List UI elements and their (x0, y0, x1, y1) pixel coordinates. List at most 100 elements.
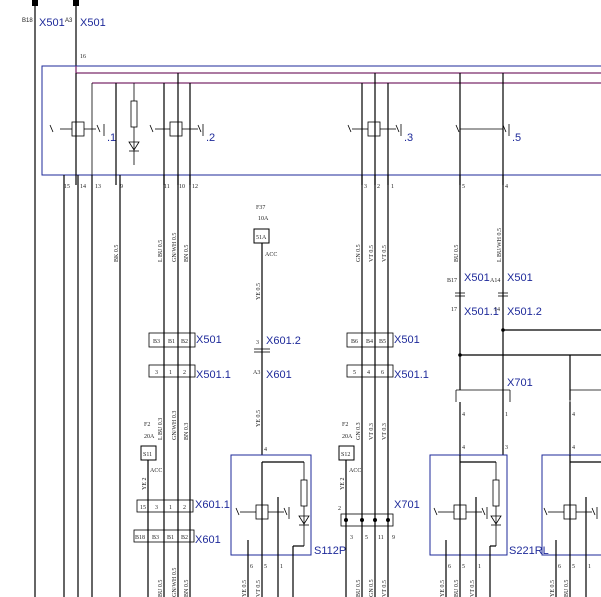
connector-x501-left-group: B3 B1 B2 X501 3 1 2 X501.1 L BU 0.3 GN/W… (148, 332, 231, 440)
connector-x501-mid: X501 (394, 334, 420, 346)
connector-x5011-left: X501.1 (196, 369, 231, 381)
fuse-f2a-name: F2 (144, 422, 150, 428)
relay-box: .1 .2 (41, 65, 601, 190)
connector-x601-mid: X601 (266, 369, 292, 381)
x6011-pin-1: 1 (169, 505, 172, 511)
connector-x601-bottom-group: 15 3 1 2 X601.1 B18 B3 B1 B2 X601 BU 0.5… (133, 499, 230, 597)
wire-label-1: VT 0.5 (382, 245, 388, 262)
s112p-pin-4: 4 (264, 447, 267, 453)
bottom-wire-f1: YE 0.5 (440, 580, 446, 597)
box-pin-9: 9 (120, 184, 123, 190)
connector-x6011-bot: X601.1 (195, 499, 230, 511)
connector-x501-b: X501 (80, 17, 106, 29)
relay-3-label: .3 (404, 132, 413, 144)
box-pin-4: 4 (505, 184, 508, 190)
s112p-pin-5: 5 (264, 564, 267, 570)
wire-label-ye-2b: YE 2 (340, 478, 346, 491)
wire-label-5: BU 0.5 (454, 245, 460, 262)
bottom-wire-d1: YE 0.5 (242, 580, 248, 597)
s112p-pin-1: 1 (280, 564, 283, 570)
connector-x6012: X601.2 (266, 335, 301, 347)
connector-x5011-right: X501.1 (464, 306, 499, 318)
wire-label-9: BK 0.5 (114, 245, 120, 262)
wire-label-10: GN/WH 0.5 (172, 233, 178, 262)
connector-x5012-right: X501.2 (507, 306, 542, 318)
x701-top-pin-4: 4 (462, 412, 465, 418)
x5011-left-pin-1: 1 (169, 370, 172, 376)
x501-right-pin: B17 (447, 278, 457, 284)
x701-bot-pin-2: 2 (338, 506, 341, 512)
s221rl-pin-6: 6 (448, 564, 451, 570)
switch-s112p: 4 S112P 6 5 1 YE 0.5 VT 0.5 (230, 447, 346, 597)
wire-label-11b: L BU 0.3 (158, 418, 164, 440)
fuse-f37-code: 51A (256, 235, 267, 241)
bottom-wire-g2: BU 0.5 (564, 580, 570, 597)
switch-s112p-label: S112P (314, 545, 346, 557)
wire-label-12: BN 0.5 (184, 245, 190, 262)
bottom-wire-g1: YE 0.5 (550, 580, 556, 597)
x601-bot-pin-b3: B3 (152, 535, 159, 541)
x701-bot-pin-5: 5 (365, 535, 368, 541)
x6012-pin: 3 (256, 340, 259, 346)
bottom-wire-c1: BU 0.5 (158, 580, 164, 597)
switch-s221rl: 4 3 S221RL 6 5 1 YE 0.5 BU 0.5 VT 0.5 (429, 445, 549, 597)
s221rl-pin-1: 1 (478, 564, 481, 570)
x5011-mid-pin-5: 5 (353, 370, 356, 376)
relay-5: .5 (455, 73, 521, 185)
s-right-pin-6: 6 (558, 564, 561, 570)
x5011-mid-pin-6: 6 (381, 370, 384, 376)
s-right-pin-5: 5 (572, 564, 575, 570)
wires-right: BU 0.5 L BU/WH 0.5 B17 X501 A14 X501 17 … (447, 175, 601, 455)
bottom-wire-e2: GN 0.5 (369, 579, 375, 597)
fuse-f2b-code: S12 (341, 452, 350, 458)
wire-label-4: L BU/WH 0.5 (497, 228, 503, 262)
s221rl-pin-3: 3 (505, 445, 508, 451)
relay-2-label: .2 (206, 132, 215, 144)
box-pin-15: 15 (64, 184, 70, 190)
connector-x5011-mid: X501.1 (394, 369, 429, 381)
pin-a3: A3 (65, 18, 73, 24)
wire-label-ye-2: YE 0.5 (256, 410, 262, 427)
connector-x501-a: X501 (39, 17, 65, 29)
wire-label-2b: VT 0.3 (369, 423, 375, 440)
box-pin-11: 11 (164, 184, 170, 190)
x601-bot-pin-b2: B2 (181, 535, 188, 541)
box-pin-16: 16 (80, 54, 86, 60)
relay-1-label: .1 (107, 132, 116, 144)
wire-label-3b: GN 0.3 (356, 422, 362, 440)
connector-x701-bot: X701 (394, 499, 420, 511)
switch-right-partial: 4 6 5 1 YE 0.5 BU 0.5 (541, 445, 601, 597)
fuse-f2a-rating: 20A (144, 434, 155, 440)
wire-label-ye-2a: YE 2 (142, 478, 148, 491)
fuse-f2-left: F2 20A S11 ACC YE 2 (140, 422, 162, 597)
bottom-wire-f3: VT 0.5 (470, 580, 476, 597)
fuse-f37-branch: F37 10A 51A ACC YE 0.5 3 X601.2 A3 X601 … (253, 205, 301, 455)
fuse-f2b-rating: 20A (342, 434, 353, 440)
wire-label-2: VT 0.5 (369, 245, 375, 262)
bottom-wire-c3: BN 0.5 (184, 580, 190, 597)
s221rl-pin-4: 4 (462, 445, 465, 451)
x5011-right-pin: 17 (451, 307, 457, 313)
top-connectors: B18 X501 A3 X501 16 (22, 0, 106, 597)
x501-left-pin-b3: B3 (153, 339, 160, 345)
connector-x501-left: X501 (196, 334, 222, 346)
fuse-f2b-supply: ACC (349, 468, 361, 474)
wire-label-3: GN 0.5 (356, 244, 362, 262)
x601-bot-pin-b1: B1 (167, 535, 174, 541)
s221rl-pin-5: 5 (462, 564, 465, 570)
x6011-pin-15: 15 (140, 505, 146, 511)
x701-top-pin-4b: 4 (572, 412, 575, 418)
fuse-f37-supply: ACC (265, 252, 277, 258)
x501-mid-pin-b5: B5 (379, 339, 386, 345)
box-pin-2: 2 (377, 184, 380, 190)
x501-mid-pin-b4: B4 (366, 339, 373, 345)
wire-label-11: L BU 0.5 (158, 240, 164, 262)
relay-5-label: .5 (512, 132, 521, 144)
bottom-wire-e3: VT 0.5 (382, 580, 388, 597)
x5012-right-pin: 14 (494, 307, 500, 313)
wire-label-10b: GN/WH 0.3 (172, 411, 178, 440)
box-pin-1: 1 (391, 184, 394, 190)
switch-s221rl-label: S221RL (509, 545, 549, 557)
fuse-f2a-code: S11 (143, 452, 152, 458)
